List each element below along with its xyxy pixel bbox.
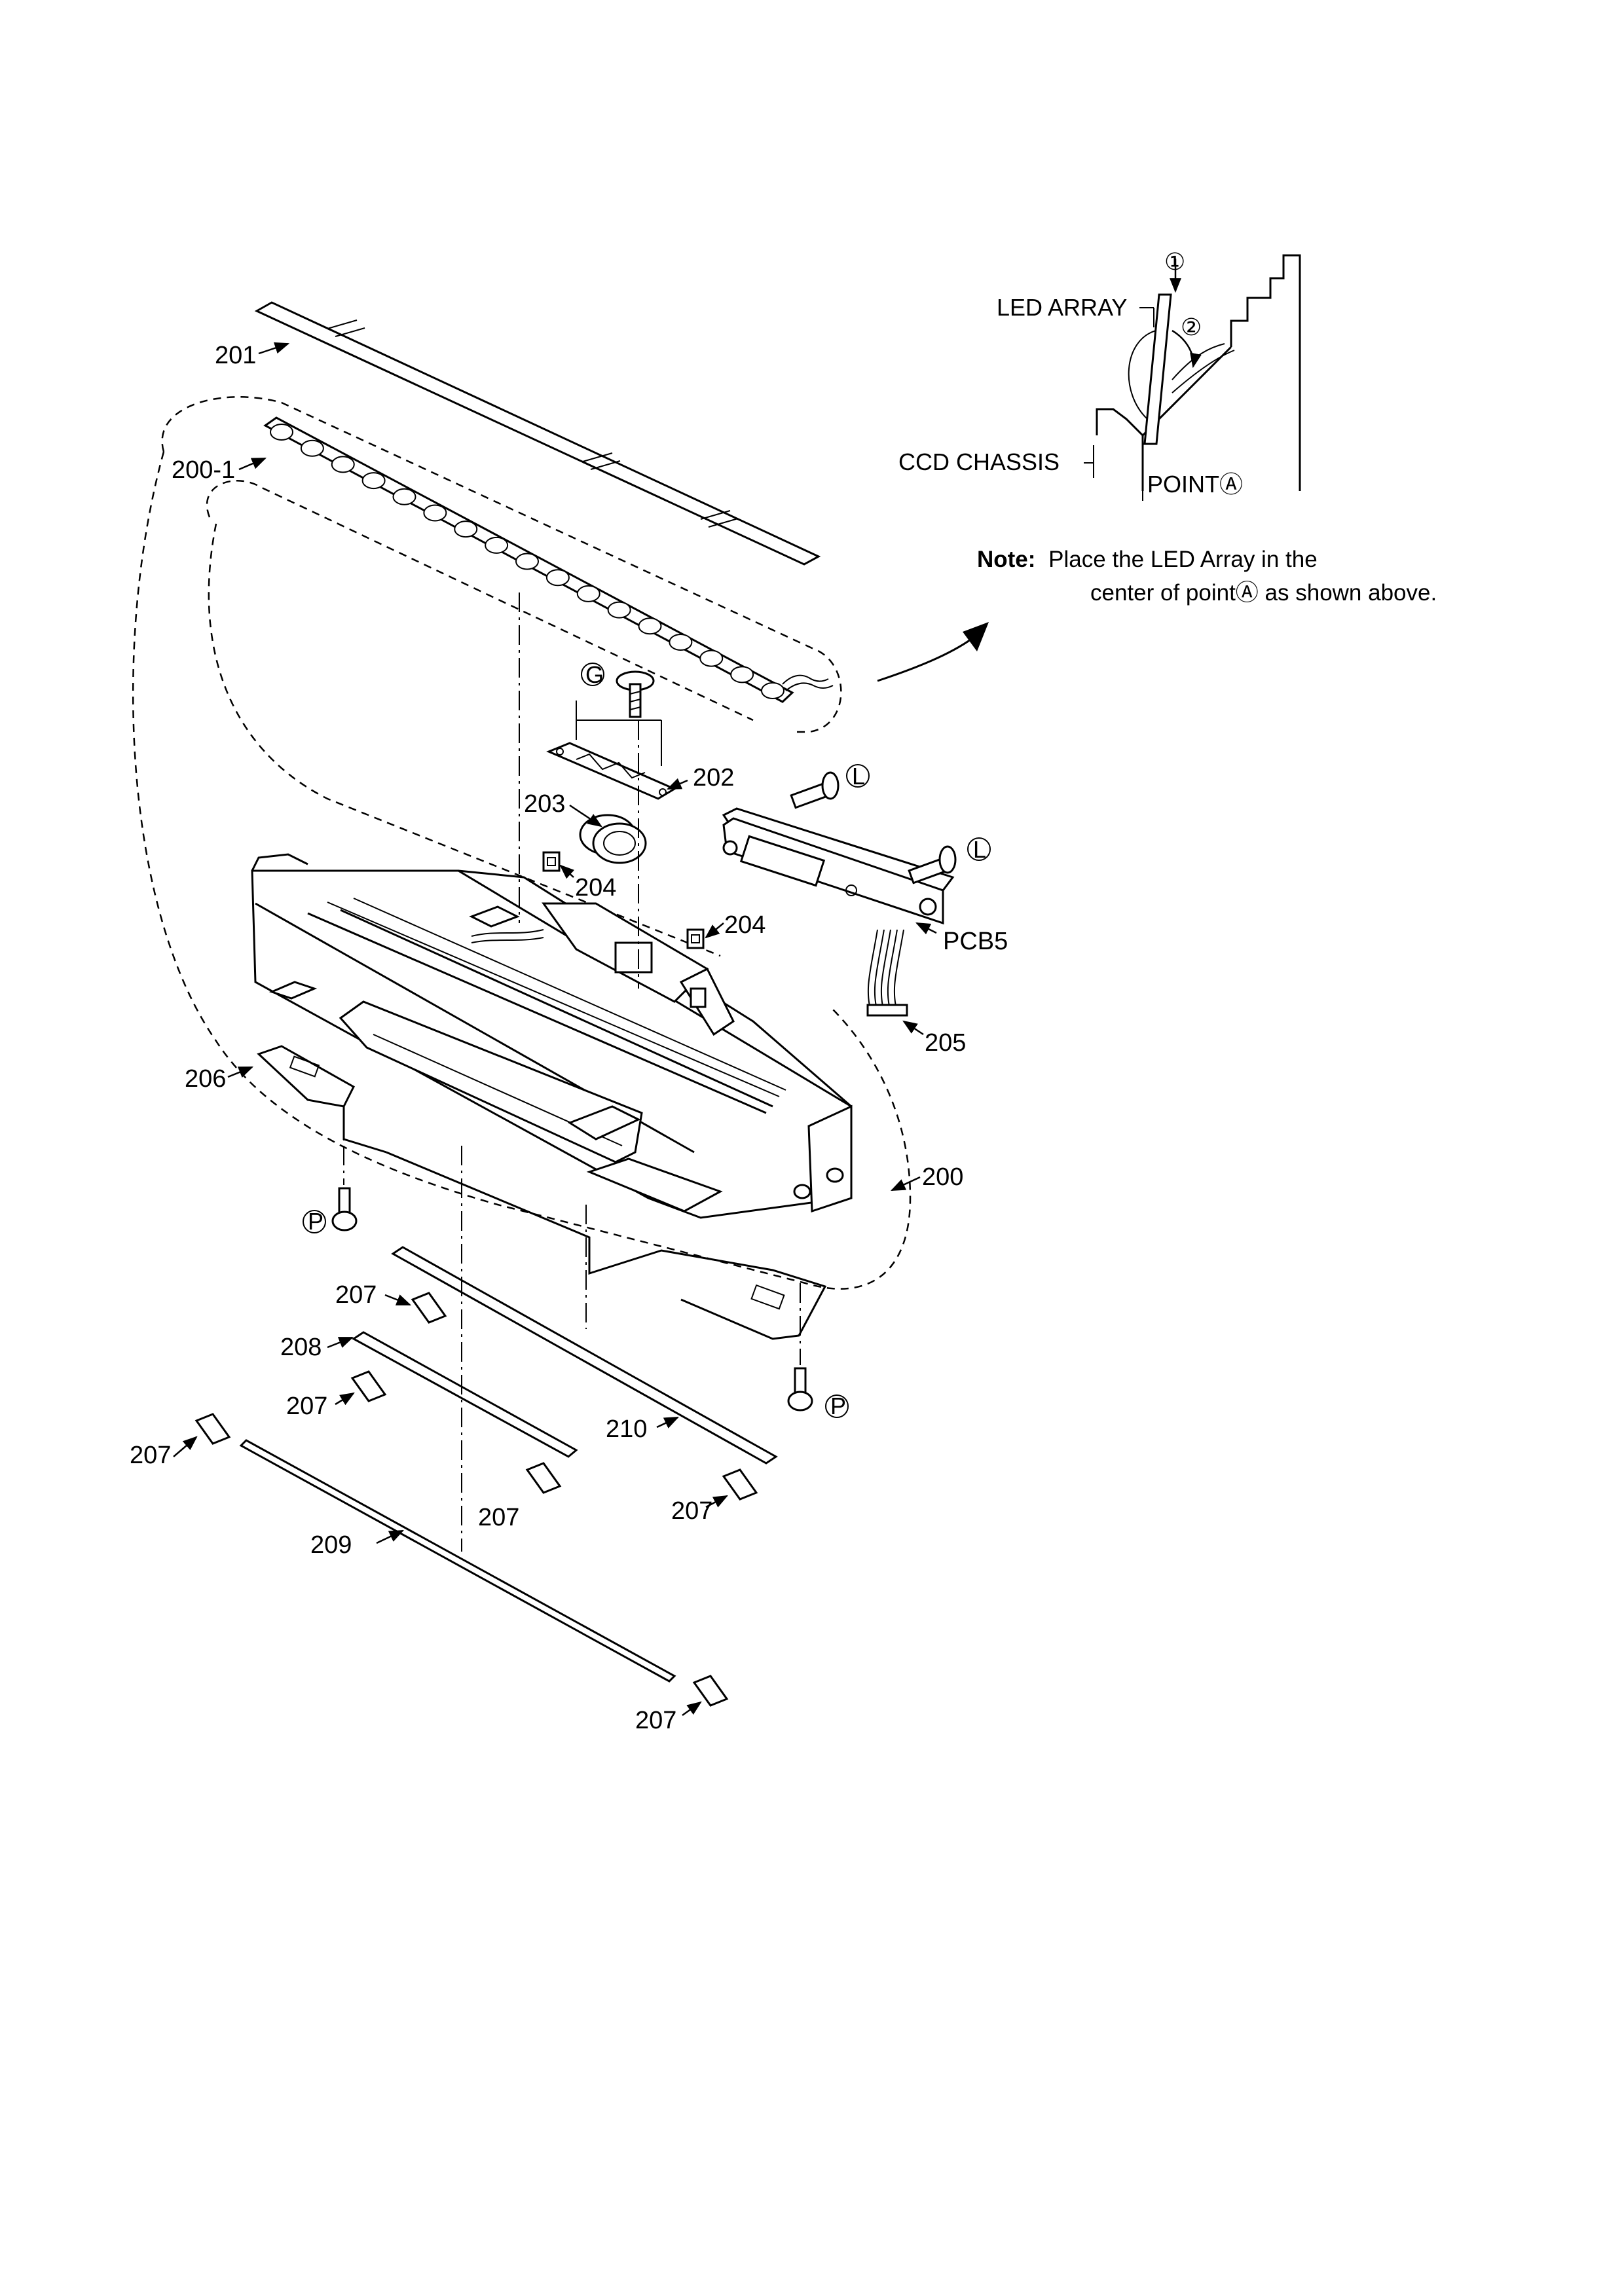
led-lens [730, 666, 754, 683]
part-204-clip-1 [542, 851, 561, 872]
part-207-clip-6 [692, 1675, 729, 1707]
label-207-6: 207 [635, 1707, 676, 1734]
dashed-group-outline-200 [132, 451, 912, 1290]
screw-g-label: G [585, 661, 604, 688]
label-210: 210 [606, 1415, 647, 1443]
led-lens [761, 682, 784, 699]
screw-p-2 [787, 1367, 813, 1412]
alignment-centerlines [343, 592, 801, 1552]
led-lens [576, 585, 600, 602]
pcb5-board [722, 807, 955, 925]
inset-step1-label: ① [1164, 248, 1185, 275]
part-210-rail [391, 1246, 778, 1465]
screw-l-2 [908, 845, 957, 884]
label-207-2: 207 [286, 1393, 327, 1420]
led-lens [423, 504, 447, 522]
inset-led-array-label: LED ARRAY [997, 294, 1127, 321]
led-lens [669, 633, 693, 651]
part-205-cable [866, 929, 908, 1017]
part-207-clip-1 [411, 1292, 447, 1324]
screw-p-label-2: P [830, 1393, 846, 1419]
leader-arrows [173, 342, 937, 1717]
part-207-clip-5 [722, 1468, 758, 1501]
label-205: 205 [925, 1029, 966, 1057]
inset-ccd-chassis-label: CCD CHASSIS [898, 448, 1060, 475]
label-201: 201 [215, 342, 256, 369]
part-200-ccd-chassis [251, 853, 853, 1219]
screw-l-label-2: L [973, 836, 986, 863]
led-lens [638, 617, 662, 635]
label-pcb5: PCB5 [943, 928, 1008, 955]
note-line2: center of pointⒶ as shown above. [1090, 580, 1437, 606]
inset-led-placement [1084, 254, 1301, 501]
label-204-1: 204 [575, 874, 616, 902]
label-207-1: 207 [335, 1281, 377, 1309]
led-lens [392, 488, 416, 505]
led-lens [699, 649, 724, 667]
led-lens [361, 472, 386, 490]
led-lens [607, 601, 631, 619]
part-207-clip-2 [350, 1370, 387, 1402]
part-209-shaft [239, 1439, 676, 1683]
label-207-3: 207 [130, 1442, 171, 1469]
led-lens [300, 439, 324, 457]
label-208: 208 [280, 1334, 322, 1361]
screw-g [616, 670, 655, 718]
led-lens [331, 456, 355, 473]
screw-l-1 [790, 771, 840, 809]
label-207-5: 207 [671, 1497, 712, 1525]
label-200-1: 200-1 [172, 456, 235, 484]
label-203: 203 [524, 790, 565, 818]
part-207-clip-3 [194, 1413, 231, 1445]
led-lens [485, 536, 509, 554]
label-202: 202 [693, 764, 734, 792]
note-line1: Place the LED Array in the [1048, 547, 1318, 572]
label-207-4: 207 [478, 1504, 519, 1531]
led-lens [270, 424, 293, 441]
dashed-group-outline-200-1 [161, 396, 842, 957]
note-prefix: Note: [977, 547, 1035, 572]
label-200: 200 [922, 1163, 963, 1191]
inset-step2-label: ② [1181, 314, 1202, 340]
part-204-clip-2 [686, 928, 705, 949]
led-lens [515, 553, 539, 570]
part-208-rail [352, 1331, 578, 1458]
curved-arrow [877, 637, 973, 682]
note-text-line1: Note: Place the LED Array in the [977, 547, 1318, 572]
screw-l-label-1: L [852, 763, 865, 790]
part-202-bracket [546, 701, 677, 800]
inset-point-a-label: POINTⒶ [1147, 471, 1243, 498]
label-209: 209 [310, 1531, 352, 1559]
part-200-1-led-array [263, 416, 834, 703]
screw-p-label-1: P [308, 1208, 323, 1235]
led-lens [545, 569, 570, 587]
label-204-2: 204 [724, 911, 766, 939]
label-206: 206 [185, 1065, 226, 1093]
part-203-roller [579, 814, 647, 864]
led-lens [454, 520, 478, 538]
screw-p-1 [331, 1187, 358, 1231]
part-201-glass-strip [254, 301, 821, 566]
part-207-clip-4 [525, 1462, 562, 1494]
curved-arrow-head [963, 622, 989, 651]
